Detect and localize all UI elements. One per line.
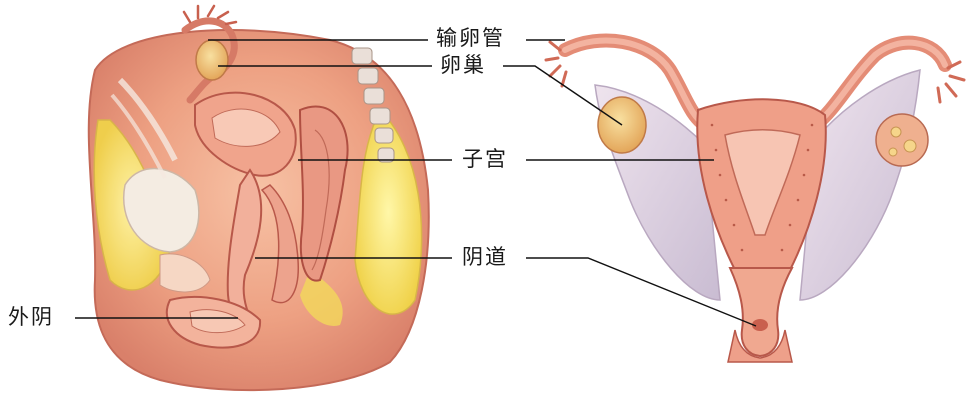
sagittal-section-illustration (89, 6, 429, 390)
label-ovary: 卵巢 (440, 55, 486, 76)
label-vagina: 阴道 (462, 247, 508, 268)
label-fallopian-tube: 输卵管 (436, 28, 505, 49)
leader-line-vagina-right (526, 258, 756, 326)
frontal-view-illustration (546, 40, 964, 362)
label-vulva: 外阴 (8, 307, 54, 328)
label-uterus: 子宫 (462, 149, 508, 170)
